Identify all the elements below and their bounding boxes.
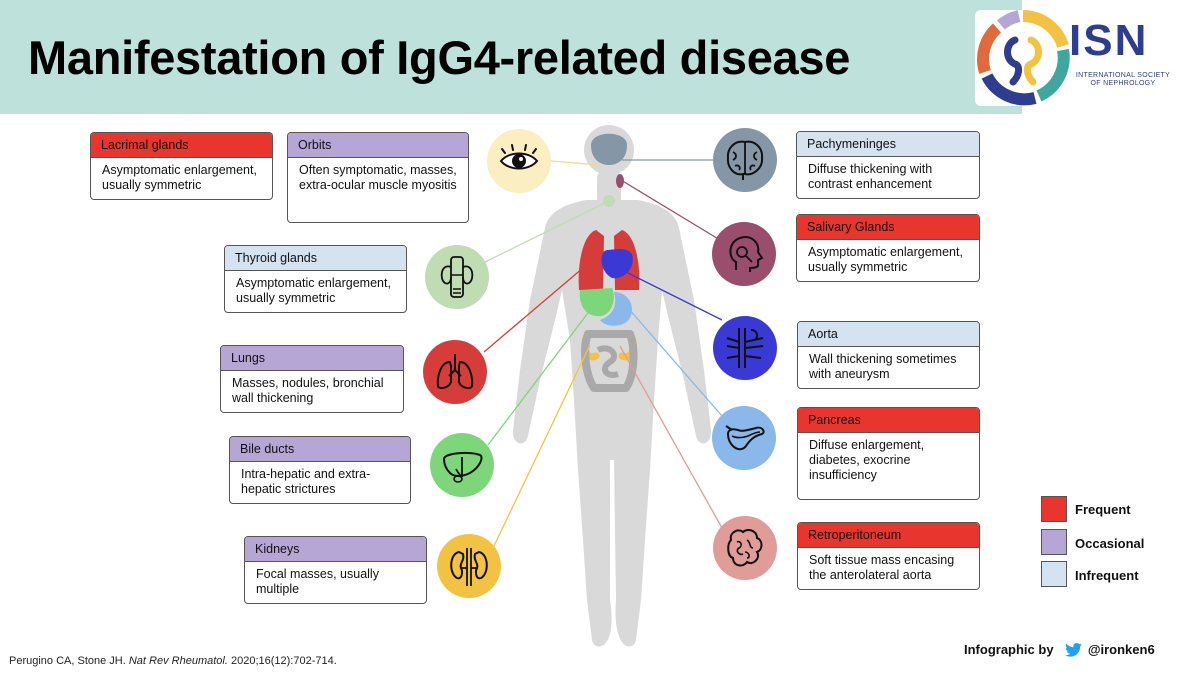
citation-journal: Nat Rev Rheumatol. (128, 655, 228, 667)
card-description: Asymptomatic enlargement, usually symmet… (102, 163, 257, 192)
legend-label-infrequent: Infrequent (1075, 568, 1139, 583)
logo-acronym: ISN (1069, 16, 1149, 65)
card-title: Lungs (221, 346, 403, 371)
line-liver (487, 304, 595, 446)
card-description: Asymptomatic enlargement, usually symmet… (236, 276, 391, 305)
card-pancreas: Pancreas Diffuse enlargement, diabetes, … (797, 407, 980, 500)
card-description: Asymptomatic enlargement, usually symmet… (808, 245, 963, 274)
legend-label-frequent: Frequent (1075, 502, 1131, 517)
card-title: Salivary Glands (797, 215, 979, 240)
twitter-bird-icon (1065, 643, 1083, 657)
line-pancreas (627, 307, 723, 417)
card-description: Often symptomatic, masses, extra-ocular … (299, 163, 457, 192)
card-description: Diffuse enlargement, diabetes, exocrine … (809, 438, 925, 482)
card-kidneys: Kidneys Focal masses, usually multiple (244, 536, 427, 604)
card-retroperitoneum: Retroperitoneum Soft tissue mass encasin… (797, 522, 980, 590)
eye-icon (487, 129, 551, 193)
infographic-credit: Infographic by @ironken6 (964, 642, 1155, 657)
card-description: Masses, nodules, bronchial wall thickeni… (232, 376, 384, 405)
citation-authors: Perugino CA, Stone JH. (9, 655, 126, 667)
aorta-icon (713, 316, 777, 380)
card-description: Focal masses, usually multiple (256, 567, 379, 596)
line-retro (619, 345, 723, 529)
thyroid-icon (425, 245, 489, 309)
brain-organ (591, 133, 627, 165)
retroperitoneum-icon (713, 516, 777, 580)
liver-icon (430, 433, 494, 497)
liver-organ (579, 288, 614, 317)
line-kidneys (493, 344, 591, 547)
legend-swatch-infrequent (1041, 561, 1067, 587)
card-salivary-glands: Salivary Glands Asymptomatic enlargement… (796, 214, 980, 282)
card-title: Aorta (798, 322, 979, 347)
internal-organs (578, 133, 640, 392)
small-intestine-organ (596, 345, 619, 378)
line-eye (550, 160, 601, 166)
card-title: Thyroid glands (225, 246, 406, 271)
stomach-organ (600, 292, 633, 326)
line-salivary (620, 179, 721, 241)
card-bile-ducts: Bile ducts Intra-hepatic and extra-hepat… (229, 436, 411, 504)
card-title: Bile ducts (230, 437, 410, 462)
card-title: Orbits (288, 133, 468, 158)
legend-swatch-occasional (1041, 529, 1067, 555)
credit-prefix: Infographic by (964, 642, 1054, 657)
salivary-organ (616, 174, 624, 188)
pancreas-icon (712, 406, 776, 470)
card-thyroid-glands: Thyroid glands Asymptomatic enlargement,… (224, 245, 407, 313)
citation-details: 2020;16(12):702-714. (230, 655, 337, 667)
lungs-icon (423, 340, 487, 404)
card-description: Intra-hepatic and extra-hepatic strictur… (241, 467, 371, 496)
card-title: Pachymeninges (797, 132, 979, 157)
card-lacrimal-glands: Lacrimal glands Asymptomatic enlargement… (90, 132, 273, 200)
isn-logo-ring-icon (977, 10, 1070, 106)
line-aorta (611, 264, 723, 321)
card-aorta: Aorta Wall thickening sometimes with ane… (797, 321, 980, 389)
card-title: Retroperitoneum (798, 523, 979, 548)
line-lungs (483, 261, 591, 353)
brain-icon (713, 128, 777, 192)
salivary-gland-icon (712, 222, 776, 286)
isn-logo: ISN INTERNATIONAL SOCIETY OF NEPHROLOGY (975, 10, 1180, 106)
card-lungs: Lungs Masses, nodules, bronchial wall th… (220, 345, 404, 413)
header-banner: Manifestation of IgG4-related disease (0, 0, 1022, 114)
left-lung-organ (578, 230, 604, 290)
card-orbits: Orbits Often symptomatic, masses, extra-… (287, 132, 469, 223)
line-thyroid (484, 200, 610, 263)
credit-handle: @ironken6 (1087, 642, 1155, 657)
card-title: Kidneys (245, 537, 426, 562)
card-description: Wall thickening sometimes with aneurysm (809, 352, 957, 381)
card-pachymeninges: Pachymeninges Diffuse thickening with co… (796, 131, 980, 199)
legend-swatch-frequent (1041, 496, 1067, 522)
legend-label-occasional: Occasional (1075, 536, 1145, 551)
card-description: Diffuse thickening with contrast enhance… (808, 162, 933, 191)
logo-subtitle: INTERNATIONAL SOCIETY OF NEPHROLOGY (1075, 72, 1171, 87)
card-title: Lacrimal glands (91, 133, 272, 158)
citation: Perugino CA, Stone JH. Nat Rev Rheumatol… (9, 655, 337, 667)
intestine-organ (581, 330, 638, 392)
card-description: Soft tissue mass encasing the anterolate… (809, 553, 955, 582)
card-title: Pancreas (798, 408, 979, 433)
kidneys-icon (437, 534, 501, 598)
page-title: Manifestation of IgG4-related disease (28, 31, 851, 84)
